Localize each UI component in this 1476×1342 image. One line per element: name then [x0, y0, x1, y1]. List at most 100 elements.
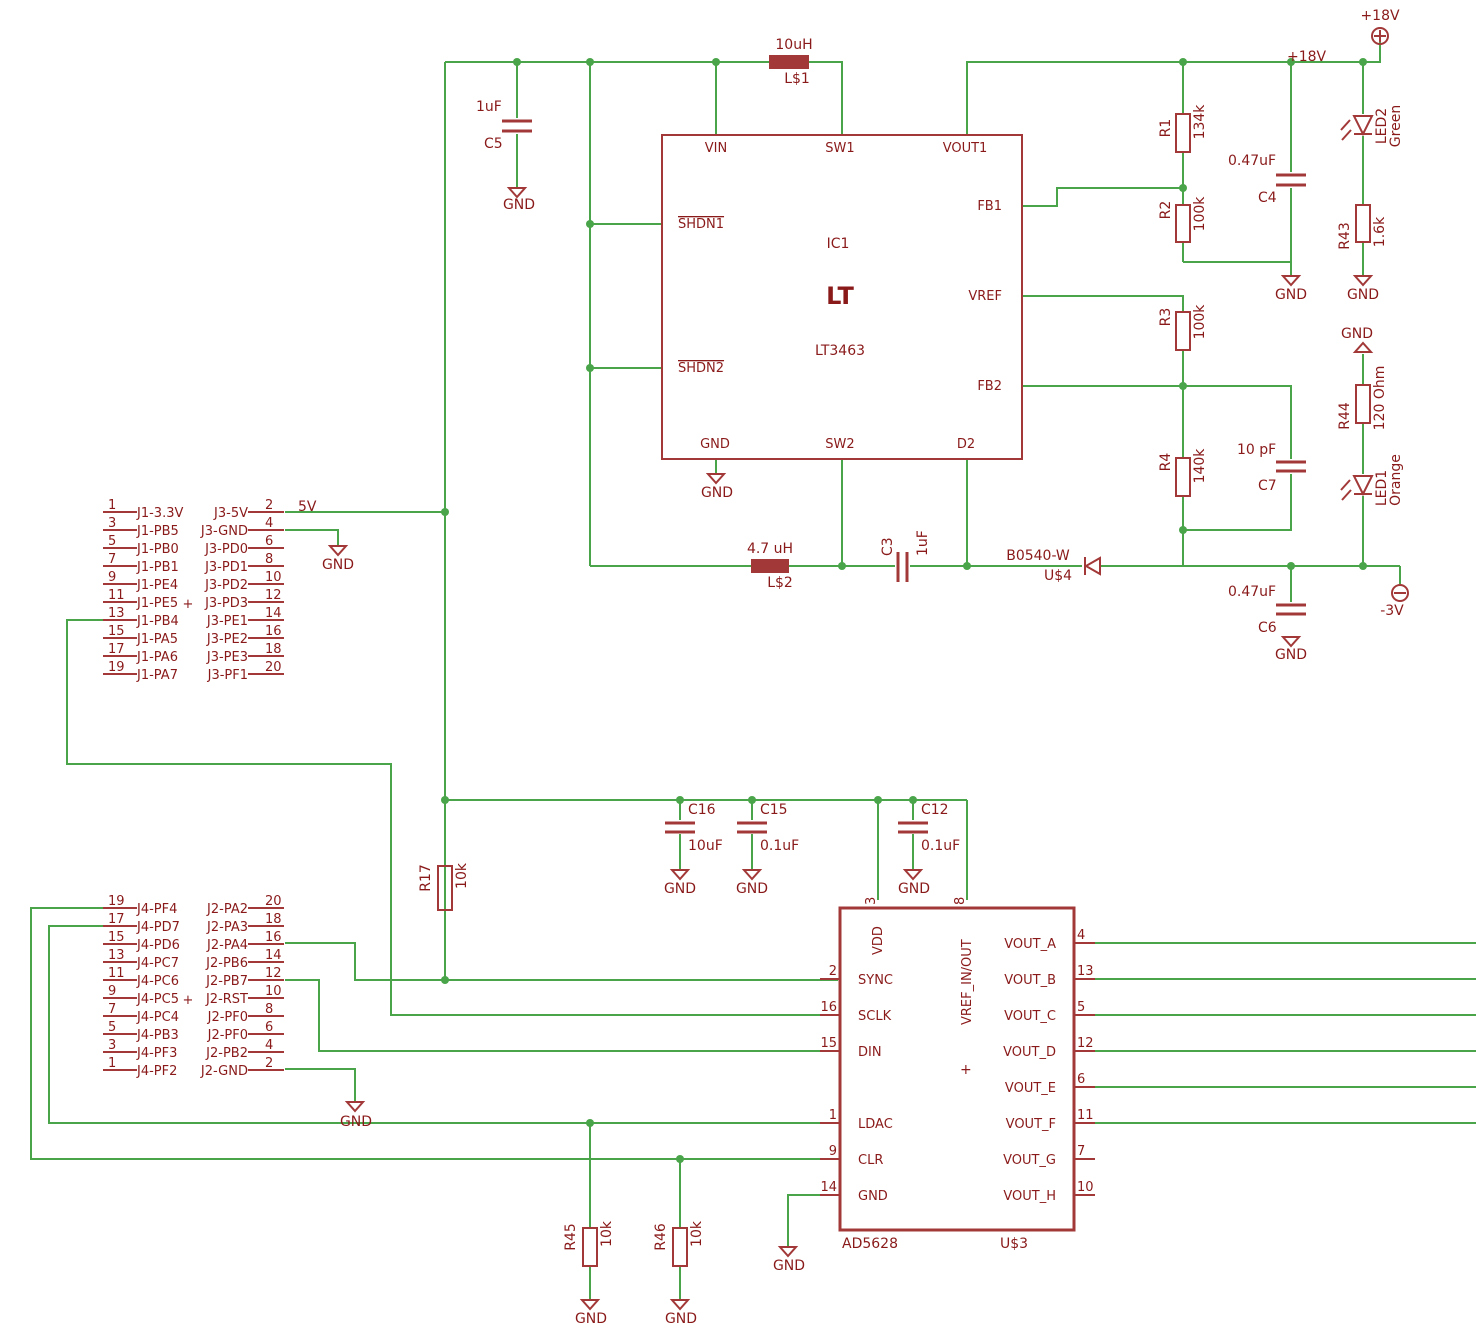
dac-pin-label: GND — [858, 1189, 888, 1204]
header-pin-label: J3-PD1 — [204, 560, 248, 575]
header-pin-number: 5 — [108, 1020, 116, 1035]
dac-pin-label: VOUT_C — [1004, 1009, 1056, 1024]
svg-text:GND: GND — [1341, 326, 1373, 342]
gnd-c12: GND — [898, 869, 930, 897]
inductor-l1[interactable]: 10uH L$1 — [769, 37, 813, 87]
header-pin-label: J3-GND — [200, 524, 248, 539]
header-pin-number: 8 — [265, 1002, 273, 1017]
ic1-pin-fb2: FB2 — [977, 379, 1002, 394]
capacitor-c5[interactable]: 1uF C5 — [476, 99, 532, 152]
dac-pin-label: VOUT_G — [1003, 1153, 1056, 1168]
ic1-pin-sw2: SW2 — [825, 437, 854, 452]
gnd-c16: GND — [664, 869, 696, 897]
header-pin-number: 19 — [108, 894, 125, 909]
supply-neg3v[interactable]: -3V — [1380, 584, 1409, 619]
header-pin-label: J3-PE1 — [206, 614, 248, 629]
header-pin-label: J1-PE4 — [136, 578, 178, 593]
c3-value: 1uF — [915, 530, 931, 556]
header-pin-label: J3-PE2 — [206, 632, 248, 647]
capacitor-c12[interactable]: C12 0.1uF — [898, 802, 960, 854]
svg-text:GND: GND — [773, 1258, 805, 1274]
dac-pin-label: VREF_IN/OUT — [960, 939, 975, 1025]
dac-pin-label: DIN — [858, 1045, 882, 1060]
header-pin-number: 5 — [108, 534, 116, 549]
resistor-r46[interactable]: R46 10k — [653, 1220, 705, 1267]
resistor-r2[interactable]: R2 100k — [1158, 196, 1208, 243]
capacitor-c15[interactable]: C15 0.1uF — [737, 802, 799, 854]
header-pin-label: J2-PB6 — [205, 956, 248, 971]
ic1-pin-d2: D2 — [957, 437, 975, 452]
c4-name: C4 — [1258, 190, 1277, 206]
resistor-r43[interactable]: R43 1.6k — [1337, 204, 1388, 250]
dac-pin-number: 7 — [1077, 1144, 1085, 1159]
r46-value: 10k — [689, 1220, 705, 1247]
supply-18v[interactable]: +18V +18V — [1287, 8, 1400, 65]
gnd-r45: GND — [575, 1299, 607, 1327]
capacitor-c3[interactable]: C3 1uF — [880, 530, 931, 582]
dac-pin-number: 1 — [829, 1108, 837, 1123]
svg-text:GND: GND — [701, 485, 733, 501]
diode-b0540w[interactable]: B0540-W U$4 — [1006, 548, 1101, 584]
resistor-r1[interactable]: R1 134k — [1158, 104, 1208, 153]
header-pin-number: 3 — [108, 516, 116, 531]
dac-pin-number: 2 — [829, 964, 837, 979]
header-pin-label: J2-GND — [200, 1064, 248, 1079]
svg-text:GND: GND — [1275, 647, 1307, 663]
svg-text:GND: GND — [503, 197, 535, 213]
capacitor-c6[interactable]: 0.47uF C6 — [1228, 584, 1306, 636]
capacitor-c4[interactable]: 0.47uF C4 — [1228, 153, 1306, 206]
inductor-l2[interactable]: 4.7 uH L$2 — [747, 541, 793, 591]
header-pin-number: 6 — [265, 1020, 273, 1035]
resistor-r44[interactable]: R44 120 Ohm — [1337, 366, 1388, 431]
c12-value: 0.1uF — [921, 838, 960, 854]
capacitor-c16[interactable]: C16 10uF — [665, 802, 723, 854]
c15-value: 0.1uF — [760, 838, 799, 854]
dac-pin-number: 9 — [829, 1144, 837, 1159]
c16-name: C16 — [688, 802, 716, 818]
led1-color: Orange — [1388, 454, 1404, 506]
l1-name: L$1 — [784, 71, 810, 87]
resistor-r4[interactable]: R4 140k — [1158, 448, 1208, 497]
ic1-designator: IC1 — [827, 236, 850, 252]
resistor-r17[interactable]: R17 10k — [418, 862, 470, 911]
header-pin-number: 1 — [108, 498, 116, 513]
svg-text:GND: GND — [736, 881, 768, 897]
dac-ad5628[interactable]: AD5628 U$3 + 2SYNC16SCLK15DIN1LDAC9CLR14… — [820, 897, 1095, 1252]
dac-name: U$3 — [1000, 1236, 1028, 1252]
header-pin-number: 19 — [108, 660, 125, 675]
ic1-pin-shdn1: SHDN1 — [678, 217, 724, 232]
r3-value: 100k — [1192, 304, 1208, 340]
resistor-r3[interactable]: R3 100k — [1158, 304, 1208, 351]
resistor-r45[interactable]: R45 10k — [563, 1220, 615, 1267]
header-pin-number: 16 — [265, 624, 282, 639]
header-pin-number: 4 — [265, 1038, 273, 1053]
led1[interactable]: LED1 Orange — [1340, 454, 1404, 506]
header-pin-number: 12 — [265, 588, 282, 603]
r2-name: R2 — [1158, 201, 1174, 220]
dac-pin-number: 6 — [1077, 1072, 1085, 1087]
dac-pin-label: LDAC — [858, 1117, 893, 1132]
header-pin-label: J1-PE5 — [136, 596, 178, 611]
header-pin-number: 18 — [265, 642, 282, 657]
dac-pin-number: 14 — [820, 1180, 837, 1195]
c3-name: C3 — [880, 537, 896, 556]
ic1-lt3463[interactable]: VIN SW1 VOUT1 SHDN1 SHDN2 FB1 VREF FB2 G… — [661, 134, 1023, 460]
gnd-ic1: GND — [701, 473, 733, 501]
svg-text:GND: GND — [340, 1114, 372, 1130]
header-pin-number: 11 — [108, 588, 125, 603]
dac-pin-number: 13 — [1077, 964, 1094, 979]
ic1-pin-sw1: SW1 — [825, 141, 854, 156]
header-pin-label: J4-PD6 — [136, 938, 180, 953]
dac-pin-label: VDD — [871, 926, 886, 955]
header-pin-number: 15 — [108, 624, 125, 639]
r17-name: R17 — [418, 864, 434, 892]
r46-name: R46 — [653, 1223, 669, 1251]
capacitor-c7[interactable]: 10 pF C7 — [1237, 442, 1306, 494]
diode-name: U$4 — [1044, 568, 1072, 584]
header-pin-label: J2-PB2 — [205, 1046, 248, 1061]
led2[interactable]: LED2 Green — [1340, 105, 1404, 147]
gnd-c6: GND — [1275, 636, 1307, 663]
net-18v-label: +18V — [1287, 49, 1327, 65]
